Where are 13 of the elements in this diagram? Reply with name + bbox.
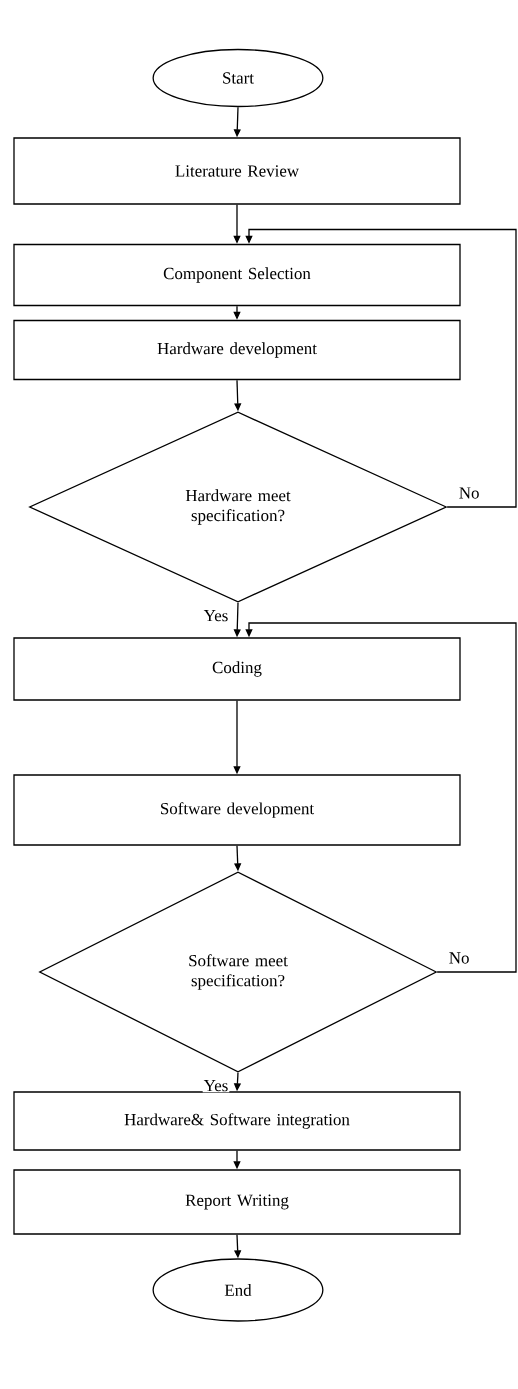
process-box: Hardware development — [13, 319, 461, 381]
process-box: Hardware& Software integration — [13, 1091, 461, 1151]
process-box: Software development — [13, 774, 461, 846]
edge-label: Yes — [202, 1079, 230, 1093]
arrow — [245, 228, 517, 508]
process-box: Coding — [13, 637, 461, 701]
process-box: Report Writing — [13, 1169, 461, 1235]
edge-label: No — [447, 951, 471, 965]
arrow — [245, 622, 517, 973]
edge-label: Yes — [202, 609, 230, 623]
edge-label: No — [457, 486, 481, 500]
process-box: Component Selection — [13, 243, 461, 307]
process-box: Literature Review — [13, 137, 461, 205]
